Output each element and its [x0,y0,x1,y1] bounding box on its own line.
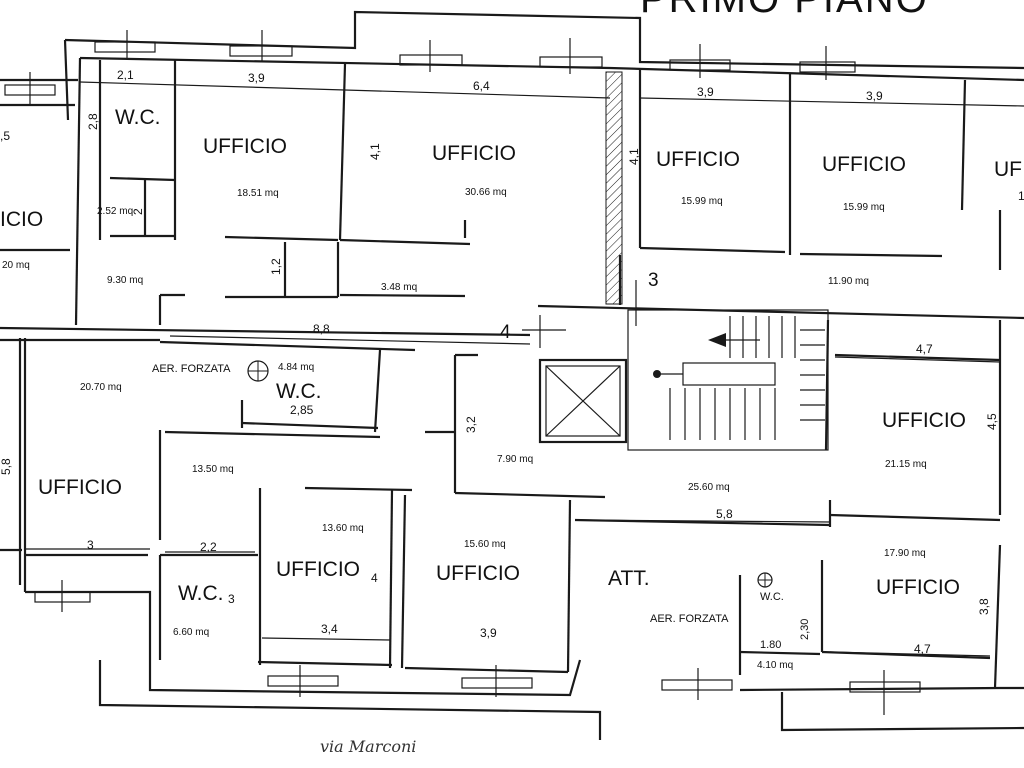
street-label: via Marconi [320,737,416,756]
outer-walls [0,10,1024,740]
hatched-wall [605,71,623,305]
dim-label: 3,9 [480,626,497,640]
area-wc-small: 4.10 mq [757,660,793,671]
dim-label: ,5 [0,129,10,143]
area-office-bot-3: 17.90 mq [884,548,926,559]
section-mark-3: 3 [648,270,659,291]
staircase [627,309,829,451]
area-hall-c: 7.90 mq [497,454,533,465]
dim-label: 4,1 [627,148,641,165]
dim-label: 3,9 [248,71,265,85]
dim-label: 3,9 [866,89,883,103]
aeration-fan-icon [247,360,269,382]
room-name-office-e: UF [994,158,1022,181]
area-hall-a: 3.48 mq [381,282,417,293]
room-name-wc-mid: W.C. [276,380,322,403]
plan-title: PRIMO PIANO [640,0,929,21]
dim-label: 3,2 [464,416,478,433]
stair-arrow [708,333,726,347]
dim-label: 2,2 [200,540,217,554]
dim-label: 3 [87,538,94,552]
dim-label: 8,8 [313,322,330,336]
area-office-bot-1: 13.60 mq [322,523,364,534]
area-office-left-mid: 20.70 mq [80,382,122,393]
dim-label: 3 [228,592,235,606]
room-name-office-bot-2: UFFICIO [436,562,520,585]
aer-label-1: AER. FORZATA [152,363,231,375]
room-name-office-b: UFFICIO [432,142,516,165]
dimension-lines [25,81,1024,657]
room-name-wc-small: W.C. [760,591,784,603]
dim-label: 6,4 [473,79,490,93]
dim-label: 4,7 [916,342,933,356]
room-name-att: ATT. [608,567,650,590]
room-name-office-c: UFFICIO [656,148,740,171]
room-name-office-d: UFFICIO [822,153,906,176]
dim-label: 1 [1018,189,1024,203]
area-office-d: 15.99 mq [843,202,885,213]
windows-top [4,30,856,104]
dim-label: 2,30 [799,619,811,640]
room-name-office-bot-1: UFFICIO [276,558,360,581]
dim-label: 4,5 [985,413,999,430]
area-hall-d: 25.60 mq [688,482,730,493]
area-office-bot-2: 15.60 mq [464,539,506,550]
dim-label: 4,1 [368,143,382,160]
area-wc-bot: 6.60 mq [173,627,209,638]
dim-label: 3,8 [977,598,991,615]
area-wc-top: 2.52 mq [97,206,133,217]
dim-label: 2 [131,208,145,215]
area-hall-b: 11.90 mq [828,276,869,287]
area-office-b: 30.66 mq [465,187,507,198]
area-corridor-mid: 13.50 mq [192,464,234,475]
dim-label: 1.80 [760,639,781,651]
dim-label: 4,7 [914,642,931,656]
area-corridor-top: 9.30 mq [107,275,143,286]
dim-label: 5,8 [716,507,733,521]
room-name-office-a: UFFICIO [203,135,287,158]
room-name-office-right-mid: UFFICIO [882,409,966,432]
dim-label: 2,1 [117,68,134,82]
dim-label: 4 [371,571,378,585]
aeration-fan-icon-2 [757,572,773,588]
dim-label: 3,9 [697,85,714,99]
dim-label: 2,85 [290,403,314,417]
area-office-a: 18.51 mq [237,188,279,199]
section-marks [522,280,637,348]
aer-label-2: AER. FORZATA [650,613,729,625]
dim-label: 1,2 [269,258,283,275]
area-office-left-top: 20 mq [2,260,30,271]
area-office-c: 15.99 mq [681,196,723,207]
area-office-right-mid: 21.15 mq [885,459,927,470]
room-name-wc-top: W.C. [115,106,161,129]
section-mark-4: 4 [500,322,511,343]
area-wc-mid: 4.84 mq [278,362,314,373]
room-name-office-bot-3: UFFICIO [876,576,960,599]
elevator [538,358,628,444]
room-name-office-left-mid: UFFICIO [38,476,122,499]
stair-start-dot [653,370,661,378]
dim-label: 3,4 [321,622,338,636]
room-name-wc-bot: W.C. [178,582,224,605]
room-name-office-left-top: ICIO [0,208,43,231]
dim-label: 2,8 [86,113,100,130]
dim-label: 5,8 [0,458,13,475]
